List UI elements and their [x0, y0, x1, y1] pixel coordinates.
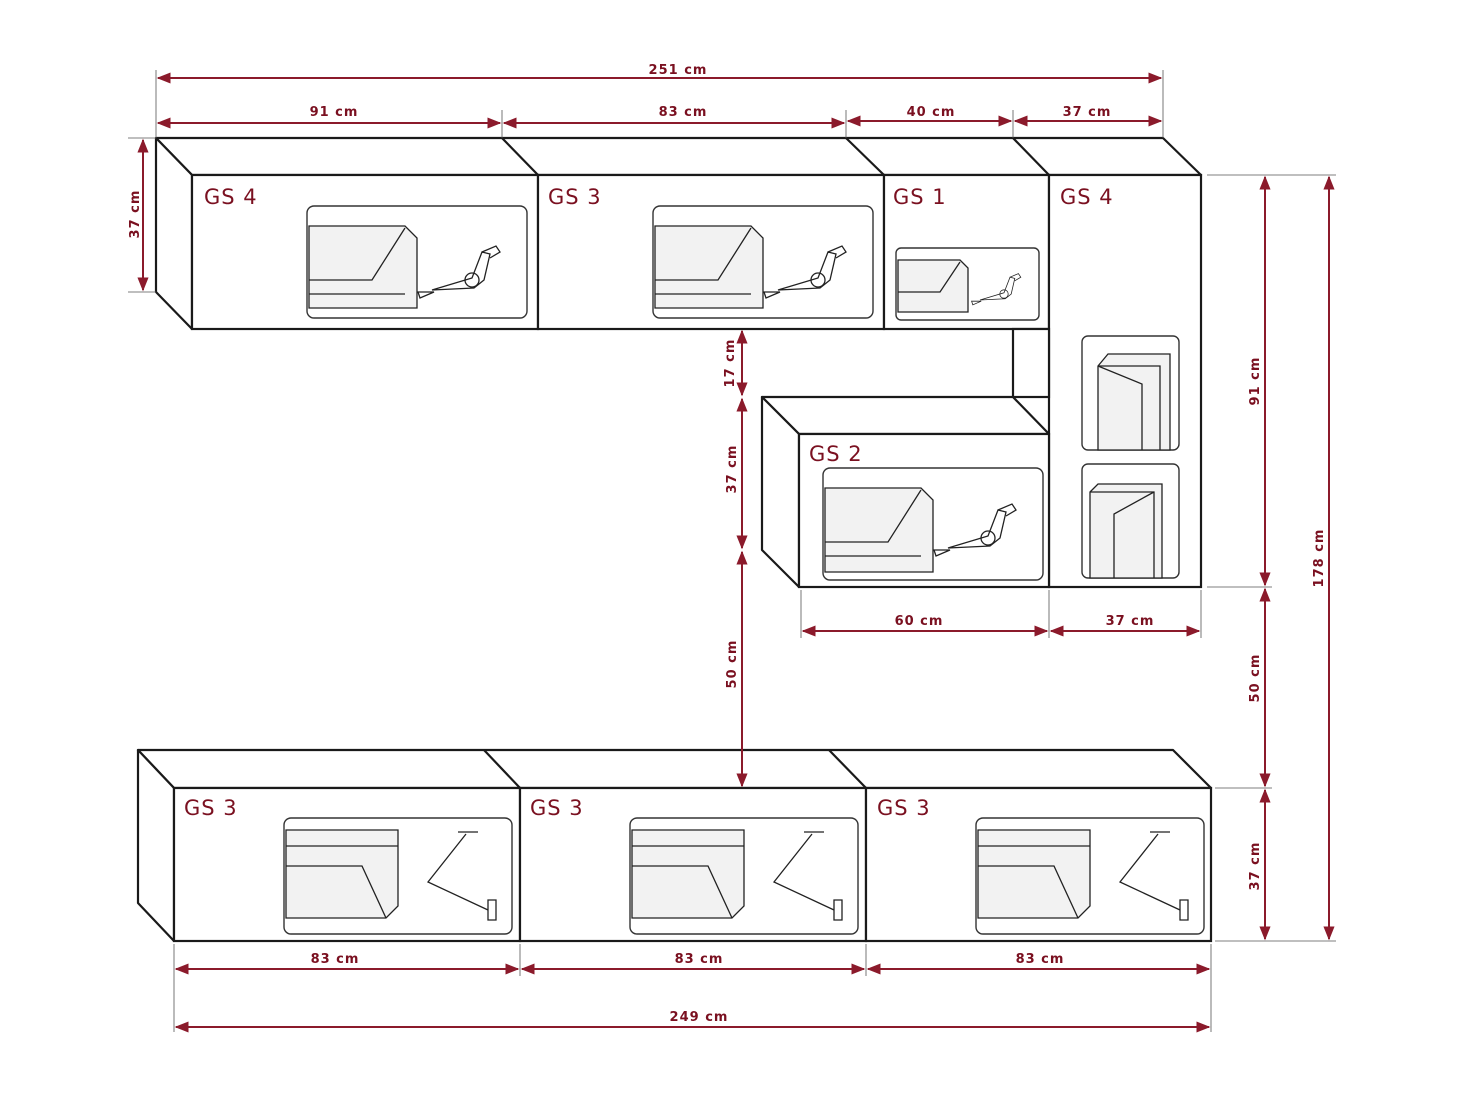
dim-gap-top-mid: 17 cm [723, 339, 738, 388]
mid-cabinet-group: GS 2 [760, 395, 1051, 589]
bottom-row: GS 3 GS 3 GS 3 [136, 748, 1213, 943]
dim-gap-right: 50 cm [1248, 654, 1263, 703]
flap-illustration [975, 817, 1205, 935]
flap-hinge-illustration [895, 247, 1040, 321]
cabinet-top-2-label: GS 3 [548, 185, 602, 209]
right-vertical-dimensions: 91 cm 50 cm 37 cm 178 cm [1207, 174, 1336, 942]
flap-hinge-illustration [822, 467, 1044, 581]
cabinet-tall-label: GS 4 [1060, 185, 1114, 209]
bottom-dimensions: 83 cm 83 cm 83 cm 249 cm [173, 944, 1212, 1033]
dim-top-height: 37 cm [128, 190, 143, 239]
dim-bottom-width-1: 83 cm [311, 952, 360, 967]
middle-vertical-dimensions: 17 cm 37 cm 50 cm [723, 329, 748, 788]
dim-bottom-width-2: 83 cm [675, 952, 724, 967]
top-dimensions: 251 cm 91 cm 83 cm 40 cm 37 cm [155, 63, 1164, 138]
dim-total-height: 178 cm [1312, 529, 1327, 588]
flap-illustration [283, 817, 513, 935]
left-dimension: 37 cm [128, 137, 156, 293]
mid-width-dimensions: 60 cm 37 cm [800, 590, 1202, 638]
dim-top-width-1: 91 cm [310, 105, 359, 120]
flap-hinge-illustration [306, 205, 528, 319]
cabinet-bottom-1-label: GS 3 [184, 796, 238, 820]
top-row: GS 4 GS 3 GS 1 [154, 136, 1203, 331]
door-illustration [1081, 335, 1180, 451]
dim-top-width-2: 83 cm [659, 105, 708, 120]
cabinet-bottom-3-label: GS 3 [877, 796, 931, 820]
cabinet-bottom-2-label: GS 3 [530, 796, 584, 820]
dim-bottom-height: 37 cm [1248, 842, 1263, 891]
dim-mid-width: 60 cm [895, 614, 944, 629]
cabinet-top-3-label: GS 1 [893, 185, 947, 209]
flap-hinge-illustration [652, 205, 874, 319]
dim-total-top-width: 251 cm [649, 63, 708, 78]
dim-top-width-4: 37 cm [1063, 105, 1112, 120]
cabinet-top-1-label: GS 4 [204, 185, 258, 209]
tall-cabinet-group: GS 4 [1011, 173, 1203, 589]
dim-tall-width: 37 cm [1106, 614, 1155, 629]
dim-tall-height: 91 cm [1248, 357, 1263, 406]
dim-bottom-width-3: 83 cm [1016, 952, 1065, 967]
dim-mid-height: 37 cm [725, 445, 740, 494]
dim-total-bottom-width: 249 cm [670, 1010, 729, 1025]
dim-top-width-3: 40 cm [907, 105, 956, 120]
dim-gap-mid-bottom: 50 cm [725, 640, 740, 689]
cabinet-mid-label: GS 2 [809, 442, 863, 466]
door-illustration [1081, 463, 1180, 579]
flap-illustration [629, 817, 859, 935]
